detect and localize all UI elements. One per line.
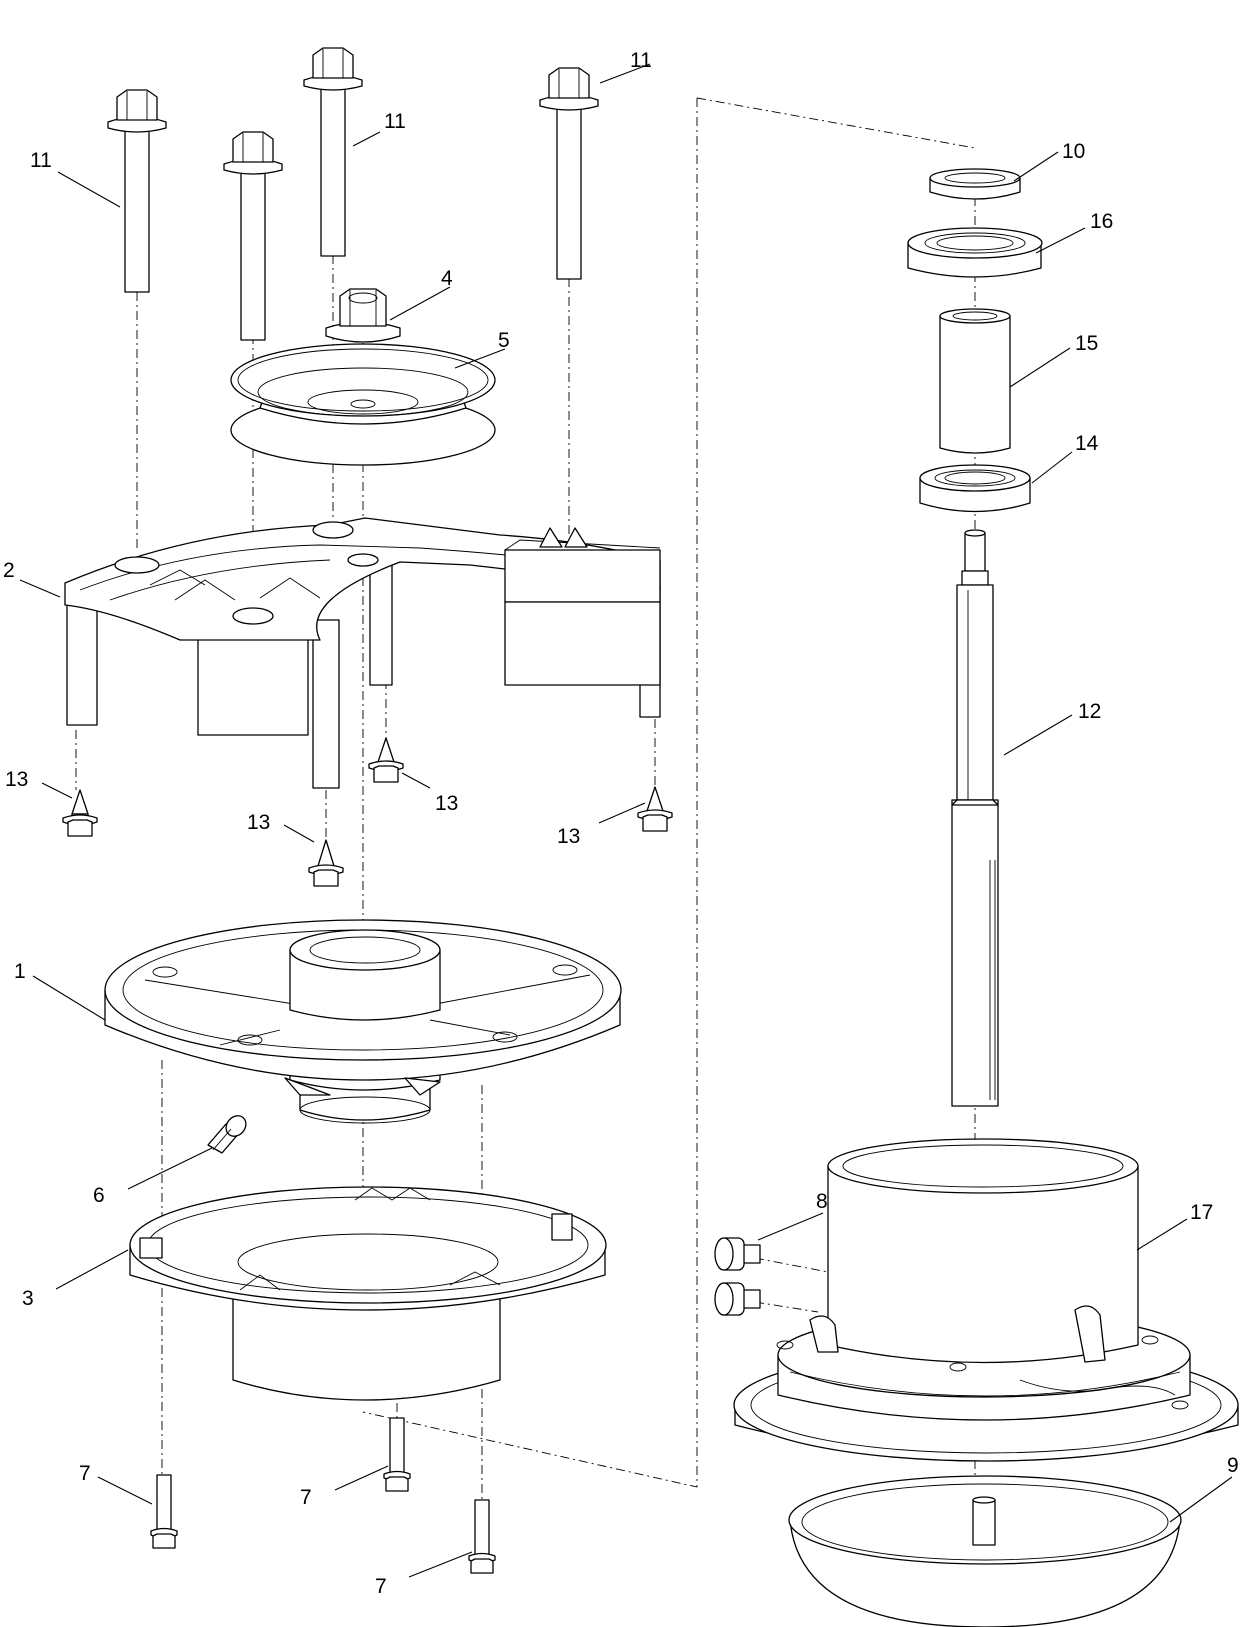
flange-nut: [325, 288, 401, 343]
shield-bolt: [150, 1474, 178, 1549]
spindle-housing-cover: [64, 517, 661, 789]
housing-bolt: [62, 789, 98, 837]
cap-screw: [714, 1282, 761, 1316]
callout-7: 7: [300, 1486, 312, 1509]
callout-13: 13: [435, 792, 458, 815]
flange-bolt: [223, 131, 283, 341]
spacer-ring: [929, 168, 1021, 200]
grease-fitting: [207, 1115, 247, 1154]
callout-10: 10: [1062, 140, 1085, 163]
callout-leader-lines: [19, 63, 1233, 1578]
callout-3: 3: [22, 1287, 34, 1310]
housing-bolt: [308, 839, 344, 887]
callout-8: 8: [816, 1190, 828, 1213]
callout-7: 7: [79, 1462, 91, 1485]
callout-16: 16: [1090, 210, 1113, 233]
housing-bolt: [368, 737, 404, 783]
callout-11: 11: [384, 110, 406, 133]
callout-14: 14: [1075, 432, 1099, 455]
callout-13: 13: [557, 825, 580, 848]
spindle-hub: [733, 1138, 1239, 1462]
callout-11: 11: [630, 49, 652, 72]
callout-13: 13: [247, 811, 270, 834]
housing-shield: [129, 1186, 607, 1401]
upper-bearing: [907, 227, 1043, 278]
dome-cover: [788, 1475, 1182, 1627]
callout-1: 1: [14, 960, 26, 983]
callout-2: 2: [3, 559, 15, 582]
spacer-tube: [939, 308, 1011, 454]
flange-bolt: [107, 89, 167, 293]
flange-bolt: [303, 47, 363, 257]
callout-17: 17: [1190, 1201, 1213, 1224]
shield-bolt: [468, 1499, 496, 1574]
callout-labels: 11 11 11 11 4 5 2 13 13 13 13 1 6 3 7 7 …: [3, 49, 1239, 1598]
callout-11: 11: [30, 149, 52, 172]
spindle-shaft: [951, 529, 999, 1107]
housing-bolt: [637, 786, 673, 832]
shield-bolt: [383, 1417, 411, 1492]
callout-7: 7: [375, 1575, 387, 1598]
lower-bearing: [919, 464, 1031, 513]
pulley: [230, 343, 496, 466]
spindle-housing: [104, 919, 622, 1124]
callout-12: 12: [1078, 700, 1101, 723]
callout-13: 13: [5, 768, 28, 791]
flange-bolt: [539, 67, 599, 280]
callout-6: 6: [93, 1184, 105, 1207]
callout-4: 4: [441, 267, 453, 290]
callout-9: 9: [1227, 1454, 1239, 1477]
cap-screw: [714, 1237, 761, 1271]
callout-5: 5: [498, 329, 510, 352]
callout-15: 15: [1075, 332, 1098, 355]
